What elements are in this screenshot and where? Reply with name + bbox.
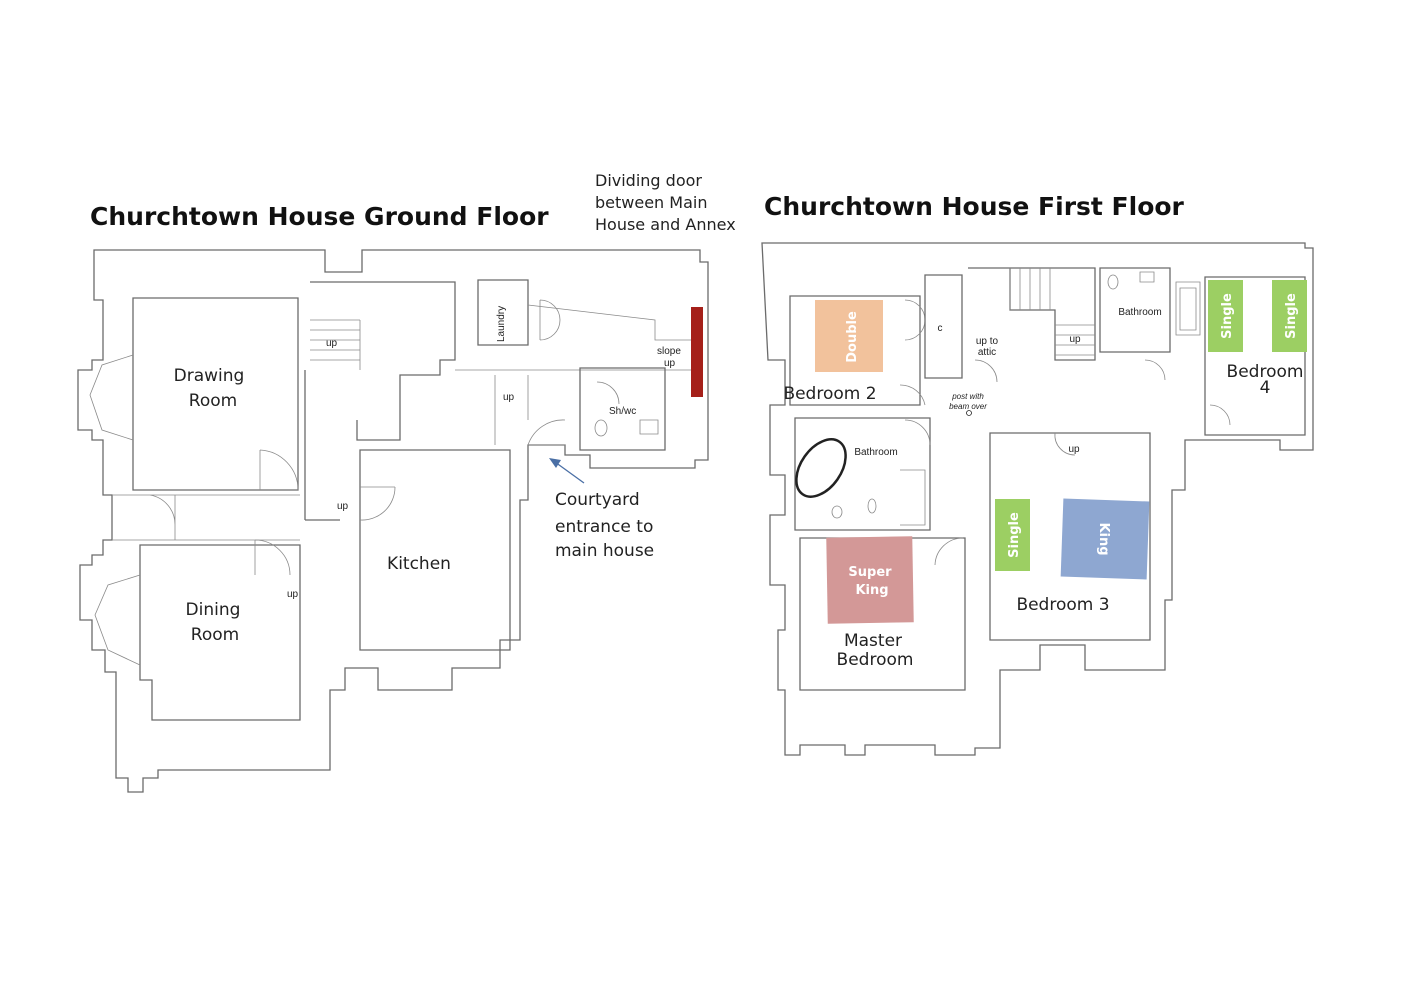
dividing-door-note-line2: between Main [595,193,707,212]
bed-single-bedroom4-a: Single [1208,280,1243,352]
shower-wc-label: Sh/wc [609,406,636,417]
bed-super-king-label-line1: Super [848,565,892,580]
shower-fixtures [594,381,659,437]
bedroom4-label-line2: 4 [1260,378,1271,398]
bedroom2-walls [789,295,921,406]
top-bathroom-fixtures [1107,271,1201,336]
ground-floor-plan: Churchtown House Ground Floor [77,171,736,793]
master-bedroom-label-line2: Bedroom [837,650,914,670]
bed-super-king-label-line2: King [855,583,888,598]
courtyard-note-line3: main house [555,541,654,561]
bedroom2-door [899,299,926,406]
dining-room-door [254,539,291,576]
dining-room-bay [94,574,141,666]
bed-super-king: Super King [826,536,914,624]
bed-single-c-label: Single [1007,512,1022,558]
cupboard-label: c [938,323,943,334]
up-to-attic-line1: up to [976,336,999,347]
up-to-attic-line2: attic [978,347,996,358]
drawing-room-label-line1: Drawing [174,366,245,386]
bedroom2-label: Bedroom 2 [783,384,876,404]
master-bedroom-door [934,537,964,566]
drawing-room-label-line2: Room [189,391,237,411]
stair-treads-first [974,268,1095,383]
cupboard-walls [924,274,963,379]
dining-room-label-line1: Dining [186,600,241,620]
laundry-label: Laundry [496,306,507,342]
bedroom3-walls [989,432,1151,641]
master-bedroom-label-line1: Master [844,631,902,651]
left-bathroom-label: Bathroom [854,447,897,458]
bed-single-bedroom4-b: Single [1272,280,1307,352]
post-note-line1: post with [951,392,984,401]
staircase-hall-walls [304,281,456,521]
bathtub-oval [795,438,847,498]
left-bathroom-fixtures [831,419,931,526]
bed-single-b-label: Single [1284,293,1299,339]
first-floor-stair-up-1: up [1069,334,1081,345]
kitchen-walls [359,449,511,651]
stair-up-label-3: up [337,501,349,512]
bed-king-label: King [1096,522,1111,555]
kitchen-label: Kitchen [387,554,451,574]
drawing-room-bay [89,354,134,441]
dividing-door-note-line3: House and Annex [595,215,736,234]
kitchen-door [359,486,396,521]
first-floor-outline [761,242,1314,756]
courtyard-note-line2: entrance to [555,517,653,537]
bed-double-label: Double [845,311,860,363]
ground-floor-outline [77,249,709,793]
laundry-door [539,299,561,341]
drawing-room-door [259,449,299,491]
bedroom3-label: Bedroom 3 [1016,595,1109,615]
post-marker [966,410,972,416]
first-floor-stair-up-2: up [1068,444,1080,455]
courtyard-note-line1: Courtyard [555,490,640,510]
hall-corridor [112,494,300,541]
courtyard-arrow [549,458,585,484]
shower-room-walls [579,367,666,451]
laundry-walls [477,279,529,346]
post-note-line2: beam over [949,402,987,411]
slope-label-line2: up [664,358,676,369]
first-floor-plan: Churchtown House First Floor Double [761,192,1314,756]
bed-single-a-label: Single [1220,293,1235,339]
dividing-door-note-line1: Dividing door [595,171,702,190]
dining-room-label-line2: Room [191,625,239,645]
bedroom3-door [1054,432,1076,456]
courtyard-door [527,419,566,446]
bed-king: King [1060,498,1150,580]
stair-up-label-2: up [503,392,515,403]
stair-up-label-4: up [287,589,299,600]
bedroom4-door [1144,359,1231,426]
annex-corridor [455,304,700,445]
dining-room-walls [139,544,301,721]
slope-label-line1: slope [657,346,681,357]
dividing-door-marker [691,307,703,397]
bedroom4-label-line1: Bedroom [1227,362,1304,382]
stair-treads [310,319,361,370]
first-floor-title: Churchtown House First Floor [764,192,1185,221]
bed-single-bedroom3: Single [995,499,1030,571]
bedroom4-walls [1204,276,1306,436]
ground-floor-title: Churchtown House Ground Floor [90,202,549,231]
left-bathroom-walls [794,417,931,531]
stair-up-label-1: up [326,338,338,349]
top-bathroom-label: Bathroom [1118,307,1161,318]
bed-double: Double [815,300,883,372]
top-bathroom-walls [1099,267,1171,353]
